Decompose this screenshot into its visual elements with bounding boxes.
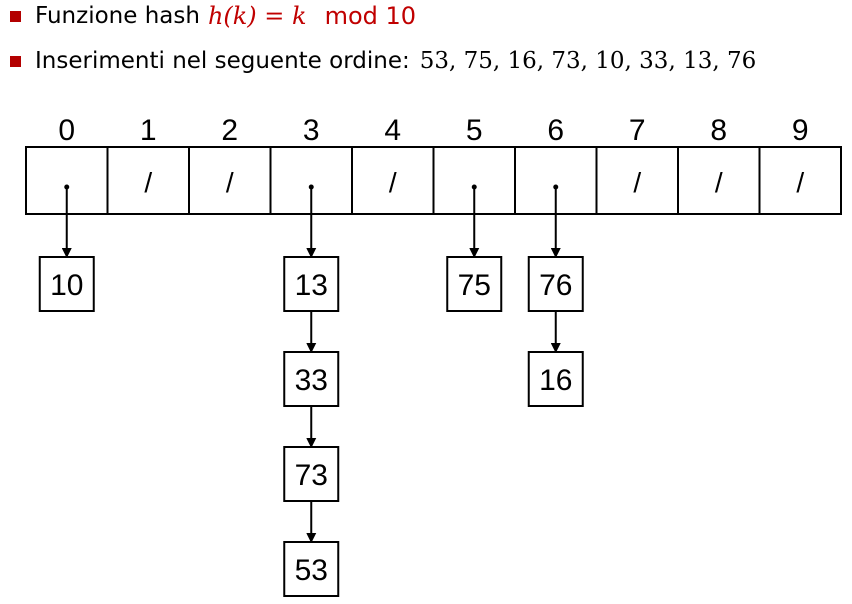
chain-node-key: 13 <box>295 269 328 302</box>
chain-node-key: 10 <box>50 269 83 302</box>
chain-node-key: 75 <box>458 269 491 302</box>
slot-index-label: 6 <box>547 114 564 147</box>
slot-index-label: 9 <box>792 114 809 147</box>
slot-index-label: 7 <box>629 114 646 147</box>
slot-index-label: 0 <box>58 114 75 147</box>
table-slot <box>758 146 842 215</box>
insertions-label: Inserimenti nel seguente ordine: <box>35 48 410 74</box>
slot-index-label: 4 <box>384 114 401 147</box>
hash-formula: h(k) = k mod 10 <box>208 2 416 30</box>
slot-index-label: 5 <box>466 114 483 147</box>
hash-formula-fn: h(k) = k <box>207 2 307 30</box>
chain-node <box>283 541 340 597</box>
hash-formula-mod: mod 10 <box>324 2 417 30</box>
nil-marker: / <box>633 167 641 198</box>
nil-marker: / <box>715 167 723 198</box>
chain-node <box>527 351 584 407</box>
hash-function-label: Funzione hash <box>35 3 200 29</box>
slot-index-label: 1 <box>140 114 157 147</box>
nil-marker: / <box>389 167 397 198</box>
nil-marker: / <box>144 167 152 198</box>
slot-index-label: 8 <box>710 114 727 147</box>
chain-node <box>38 256 95 312</box>
chain-node-key: 16 <box>539 364 572 397</box>
chain-node <box>283 446 340 502</box>
nil-marker: / <box>226 167 234 198</box>
chain-node <box>527 256 584 312</box>
chain-node <box>283 351 340 407</box>
chain-node-key: 76 <box>539 269 572 302</box>
slot-index-label: 2 <box>221 114 238 147</box>
slot-index-label: 3 <box>303 114 320 147</box>
chain-node-key: 73 <box>295 459 328 492</box>
hash-function-line: Funzione hash h(k) = k mod 10 <box>10 2 416 30</box>
insertions-line: Inserimenti nel seguente ordine: 53, 75,… <box>10 48 756 74</box>
chain-node <box>446 256 503 312</box>
insertion-sequence: 53, 75, 16, 73, 10, 33, 13, 76 <box>419 48 757 74</box>
bullet-icon <box>10 10 21 22</box>
chain-node-key: 53 <box>295 554 328 587</box>
nil-marker: / <box>796 167 804 198</box>
chain-node-key: 33 <box>295 364 328 397</box>
bullet-icon <box>10 55 21 67</box>
